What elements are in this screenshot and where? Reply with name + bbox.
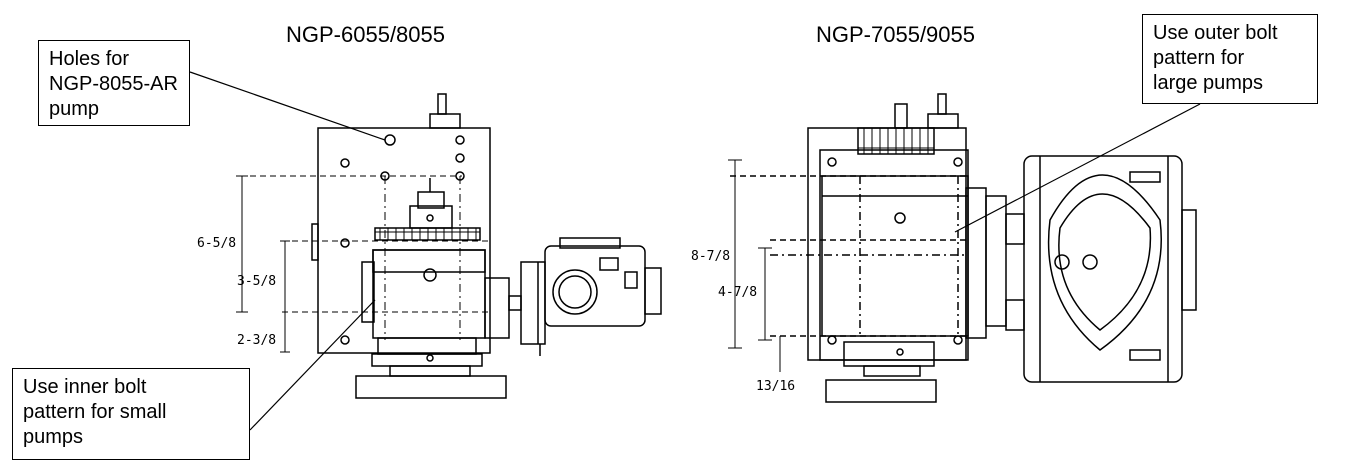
left-pump-assembly bbox=[240, 93, 662, 399]
left-upper-dimension: 3-5/8 bbox=[237, 274, 276, 289]
outer-bolt-callout: Use outer bolt pattern for large pumps bbox=[1142, 14, 1318, 104]
holes-callout-line-1: Holes for bbox=[49, 48, 130, 70]
left-dimension-lines bbox=[236, 175, 290, 353]
right-overall-dimension: 8-7/8 bbox=[691, 249, 730, 264]
holes-callout-line-3: pump bbox=[49, 98, 100, 120]
right-drawing-title: NGP-7055/9055 bbox=[816, 22, 975, 47]
right-offset-dimension: 13/16 bbox=[756, 379, 795, 394]
right-pump-assembly bbox=[730, 93, 1197, 403]
right-dimension-lines bbox=[728, 159, 781, 372]
left-drawing-title: NGP-6055/8055 bbox=[286, 22, 445, 47]
holes-callout-line-2: NGP-8055-AR bbox=[49, 73, 178, 95]
right-inner-dimension: 4-7/8 bbox=[718, 285, 757, 300]
outer-bolt-callout-line-2: pattern for bbox=[1153, 47, 1245, 69]
inner-bolt-callout: Use inner bolt pattern for small pumps bbox=[12, 368, 250, 460]
inner-bolt-callout-line-1: Use inner bolt bbox=[23, 376, 147, 398]
outer-bolt-callout-line-1: Use outer bolt bbox=[1153, 22, 1278, 44]
holes-callout: Holes for NGP-8055-AR pump bbox=[38, 40, 190, 126]
left-lower-dimension: 2-3/8 bbox=[237, 333, 276, 348]
inner-bolt-callout-line-2: pattern for small bbox=[23, 401, 167, 423]
inner-bolt-callout-line-3: pumps bbox=[23, 426, 84, 448]
left-overall-dimension: 6-5/8 bbox=[197, 236, 236, 251]
callout-leaders bbox=[189, 71, 1201, 431]
outer-bolt-callout-line-3: large pumps bbox=[1153, 72, 1264, 94]
